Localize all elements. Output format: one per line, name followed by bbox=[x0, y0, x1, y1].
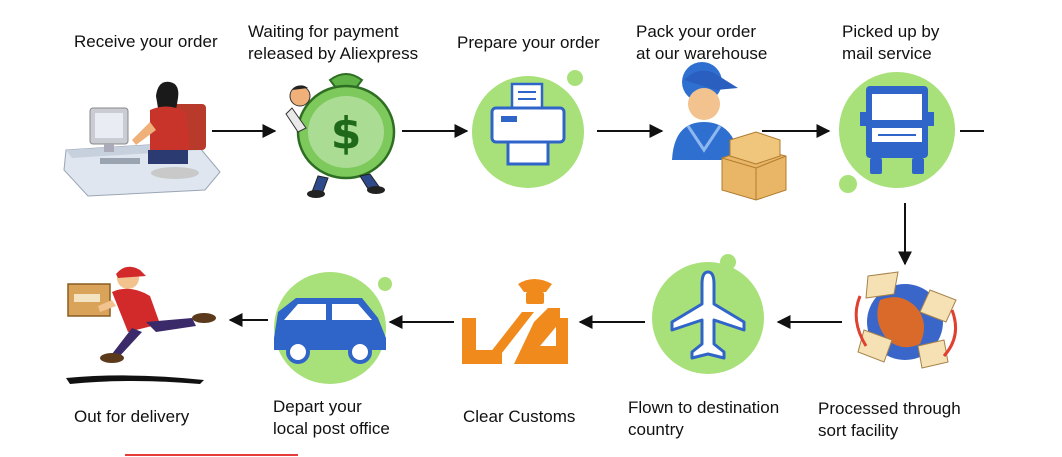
customs-officer-icon bbox=[462, 279, 568, 364]
step-label-prepare: Prepare your order bbox=[457, 33, 600, 52]
svg-text:$: $ bbox=[331, 108, 362, 159]
warehouse-worker-boxes-icon bbox=[672, 62, 787, 201]
office-worker-computer-icon bbox=[63, 81, 221, 197]
step-label-receive: Receive your order bbox=[74, 32, 218, 51]
step-label-customs: Clear Customs bbox=[463, 407, 576, 426]
van-icon bbox=[274, 272, 392, 384]
truck-front-icon bbox=[839, 72, 955, 193]
step-label-pack: Pack your order at our warehouse bbox=[636, 22, 768, 63]
printer-icon bbox=[472, 70, 584, 188]
cardboard-boxes bbox=[721, 131, 787, 201]
step-label-flown: Flown to destination country bbox=[628, 398, 780, 439]
running-courier-icon bbox=[66, 266, 216, 384]
money-bag-icon: $ bbox=[285, 73, 396, 198]
step-label-waiting: Waiting for payment released by Aliexpre… bbox=[248, 22, 419, 63]
globe-mail-icon bbox=[854, 271, 958, 369]
bottom-accent-line bbox=[125, 454, 298, 456]
flow-arrows bbox=[212, 124, 984, 329]
step-label-processed: Processed through sort facility bbox=[818, 399, 961, 440]
step-label-delivery: Out for delivery bbox=[74, 407, 190, 426]
airplane-icon bbox=[652, 254, 764, 374]
step-label-picked: Picked up by mail service bbox=[842, 22, 940, 63]
step-label-depart: Depart your local post office bbox=[273, 397, 390, 438]
